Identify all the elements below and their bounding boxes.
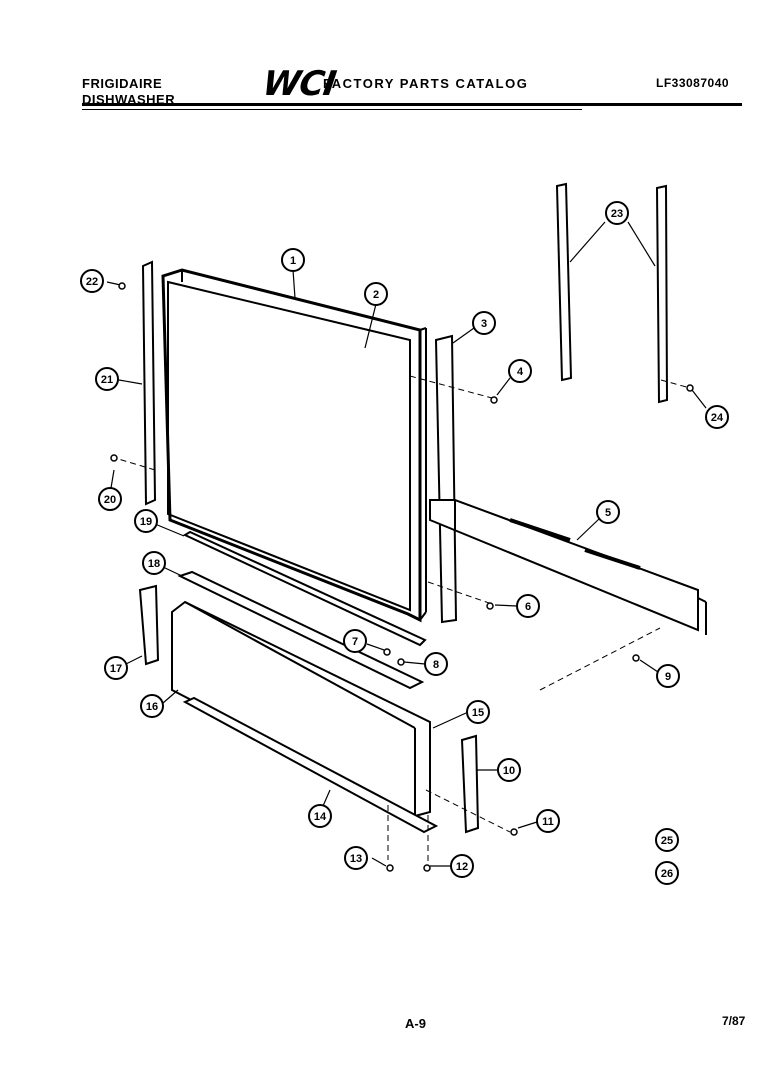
callout-17: 17: [104, 656, 128, 680]
screw-icon: [686, 384, 694, 392]
callout-26: 26: [655, 861, 679, 885]
right-side-trim: [434, 334, 458, 624]
callout-label: 18: [148, 558, 160, 570]
callout-20: 20: [98, 487, 122, 511]
callout-14: 14: [308, 804, 332, 828]
callout-label: 19: [140, 516, 152, 528]
callout-18: 18: [142, 551, 166, 575]
brand-name: FRIGIDAIRE: [82, 76, 163, 91]
callout-label: 13: [350, 853, 362, 865]
callout-label: 17: [110, 663, 122, 675]
callout-label: 20: [104, 494, 116, 506]
callout-9: 9: [656, 664, 680, 688]
callout-label: 1: [290, 255, 296, 267]
callout-11: 11: [536, 809, 560, 833]
callout-8: 8: [424, 652, 448, 676]
door-bottom-trim: [182, 530, 427, 647]
callout-label: 11: [542, 816, 554, 828]
callout-1: 1: [281, 248, 305, 272]
left-bracket: [138, 584, 160, 666]
callout-24: 24: [705, 405, 729, 429]
part-outlines: [138, 182, 707, 834]
page-number: A-9: [405, 1016, 426, 1031]
callout-10: 10: [497, 758, 521, 782]
callout-label: 12: [456, 861, 468, 873]
callout-label: 5: [605, 507, 611, 519]
callout-label: 24: [711, 412, 724, 424]
right-bracket: [460, 734, 480, 834]
callout-label: 3: [481, 318, 487, 330]
header-rule: [82, 103, 742, 106]
callout-3: 3: [472, 311, 496, 335]
callout-12: 12: [450, 854, 474, 878]
alignment-lines: [114, 375, 691, 862]
leader-lines: [106, 221, 707, 867]
left-side-trim: [141, 260, 157, 506]
callout-19: 19: [134, 509, 158, 533]
callout-label: 9: [665, 671, 671, 683]
base-plate: [429, 499, 699, 632]
screw-icon: [510, 828, 518, 836]
callout-label: 16: [146, 701, 158, 713]
callout-label: 14: [314, 811, 327, 823]
callout-7: 7: [343, 629, 367, 653]
tub-rail-right: [655, 184, 669, 404]
header-rule-thin: [82, 109, 582, 110]
callout-23: 23: [605, 201, 629, 225]
callout-label: 21: [101, 374, 113, 386]
callout-label: 4: [517, 366, 524, 378]
screw-icon: [486, 602, 494, 610]
callout-4: 4: [508, 359, 532, 383]
screw-icon: [397, 658, 405, 666]
screw-icon: [386, 864, 394, 872]
callout-label: 10: [503, 765, 515, 777]
callout-5: 5: [596, 500, 620, 524]
callout-label: 26: [661, 868, 673, 880]
screw-icon: [423, 864, 431, 872]
callout-22: 22: [80, 269, 104, 293]
screw-icon: [632, 654, 640, 662]
screw-icon: [118, 282, 126, 290]
callout-label: 8: [433, 659, 439, 671]
model-number: LF33087040: [656, 76, 730, 90]
revision-date: 7/87: [722, 1014, 746, 1028]
toe-kick-trim-bottom: [182, 696, 439, 834]
door-inner-panel: [167, 280, 411, 612]
toe-kick-trim-top: [177, 570, 425, 690]
catalog-title: FACTORY PARTS CATALOG: [323, 76, 529, 91]
screw-icon: [383, 648, 391, 656]
door-outer-panel: [161, 268, 422, 623]
screw-icons: [110, 282, 694, 872]
callout-label: 23: [611, 208, 623, 220]
callout-label: 6: [525, 601, 531, 613]
callout-25: 25: [655, 828, 679, 852]
callout-label: 25: [661, 835, 673, 847]
callout-label: 15: [472, 707, 484, 719]
tub-rail-left: [555, 182, 573, 382]
callout-label: 22: [86, 276, 98, 288]
screw-icon: [490, 396, 498, 404]
callout-label: 2: [373, 289, 379, 301]
screw-icon: [110, 454, 118, 462]
callout-21: 21: [95, 367, 119, 391]
callout-13: 13: [344, 846, 368, 870]
callout-label: 7: [352, 636, 358, 648]
callout-2: 2: [364, 282, 388, 306]
callouts: 1 2 3 4 5 6 7 8 9 10 11 12 13 14 15 16 1…: [80, 201, 729, 885]
callout-6: 6: [516, 594, 540, 618]
callout-15: 15: [466, 700, 490, 724]
callout-16: 16: [140, 694, 164, 718]
